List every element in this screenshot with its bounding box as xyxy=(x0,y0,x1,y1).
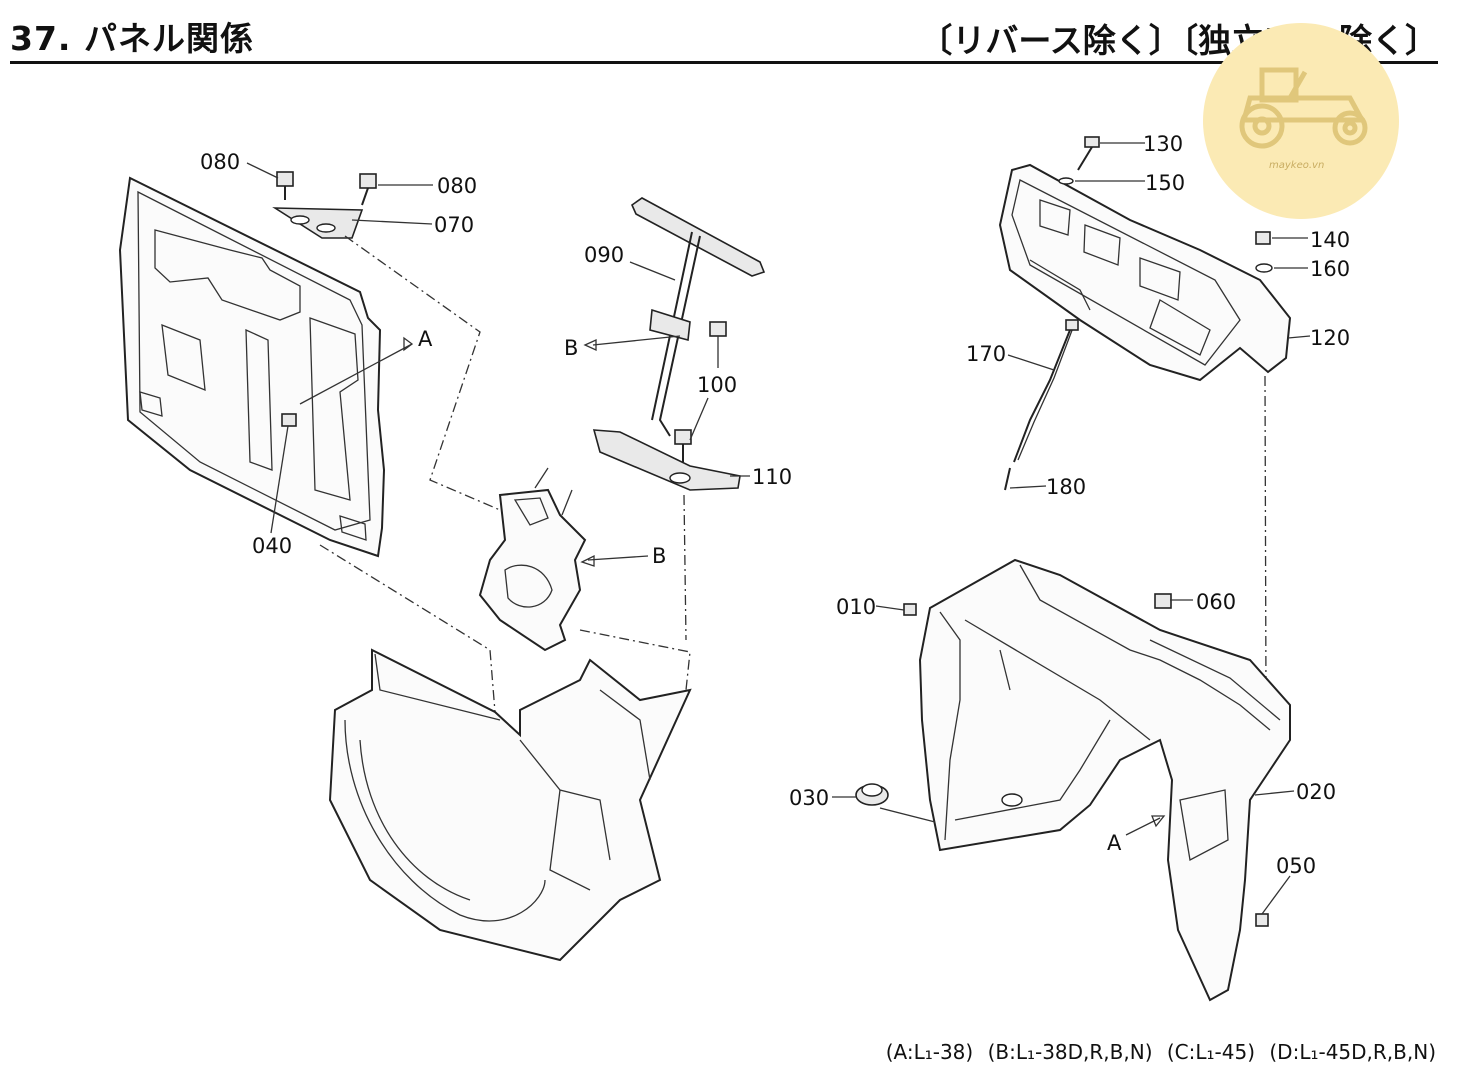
callout-030: 030 xyxy=(789,786,829,810)
footnote-c: (C:L₁-45) xyxy=(1166,1040,1256,1064)
callout-110: 110 xyxy=(752,465,792,489)
nut-010 xyxy=(903,603,917,616)
title-rule xyxy=(10,61,1438,64)
bolt-080a xyxy=(276,171,294,200)
callout-100: 100 xyxy=(697,373,737,397)
callout-120: 120 xyxy=(1310,326,1350,350)
callout-070: 070 xyxy=(434,213,474,237)
watermark-site: maykeo.vn xyxy=(1269,160,1324,171)
ref-b-top: B xyxy=(564,336,578,360)
callout-150: 150 xyxy=(1145,171,1185,195)
washer-160 xyxy=(1255,263,1273,273)
cable-170 xyxy=(1013,319,1079,463)
callout-140: 140 xyxy=(1310,228,1350,252)
grommet-030 xyxy=(855,783,889,806)
nut-060 xyxy=(1154,593,1172,609)
ref-b-bottom: B xyxy=(652,544,666,568)
rear-panel-part xyxy=(118,176,386,558)
callout-080-left: 080 xyxy=(200,150,240,174)
tractor-icon xyxy=(1239,67,1368,149)
engine-block xyxy=(328,648,692,962)
footnote-d: (D:L₁-45D,R,B,N) xyxy=(1269,1040,1436,1064)
washer-150 xyxy=(1058,177,1074,185)
bolt-100a xyxy=(709,321,727,337)
pin-180 xyxy=(1004,467,1011,491)
bolt-100b xyxy=(674,429,692,462)
watermark-badge: maykeo.vn xyxy=(1203,23,1399,219)
bracket-070-part xyxy=(272,207,364,239)
ref-a-right: A xyxy=(1107,831,1122,855)
callout-050: 050 xyxy=(1276,854,1316,878)
callout-010: 010 xyxy=(836,595,876,619)
screw-140 xyxy=(1255,231,1271,245)
callout-080-right: 080 xyxy=(437,174,477,198)
callout-020: 020 xyxy=(1296,780,1336,804)
footnote-a: (A:L₁-38) xyxy=(885,1040,974,1064)
bolt-040 xyxy=(281,413,297,427)
callout-090: 090 xyxy=(584,243,624,267)
callout-170: 170 xyxy=(966,342,1006,366)
model-footnote: (A:L₁-38) (B:L₁-38D,R,B,N) (C:L₁-45) (D:… xyxy=(878,1040,1436,1064)
page-title: 37. パネル関係 xyxy=(10,19,254,58)
callout-130: 130 xyxy=(1143,132,1183,156)
screw-130 xyxy=(1077,136,1100,171)
steering-housing xyxy=(478,467,587,652)
stay-090-part xyxy=(592,197,766,491)
callout-180: 180 xyxy=(1046,475,1086,499)
footnote-b: (B:L₁-38D,R,B,N) xyxy=(987,1040,1153,1064)
bolt-080b xyxy=(359,173,377,206)
callout-160: 160 xyxy=(1310,257,1350,281)
panel-cover-020 xyxy=(918,558,1291,1002)
nut-050 xyxy=(1255,913,1269,927)
meter-panel-120 xyxy=(998,163,1292,382)
callout-060: 060 xyxy=(1196,590,1236,614)
callout-040: 040 xyxy=(252,534,292,558)
ref-a-left: A xyxy=(418,327,433,351)
